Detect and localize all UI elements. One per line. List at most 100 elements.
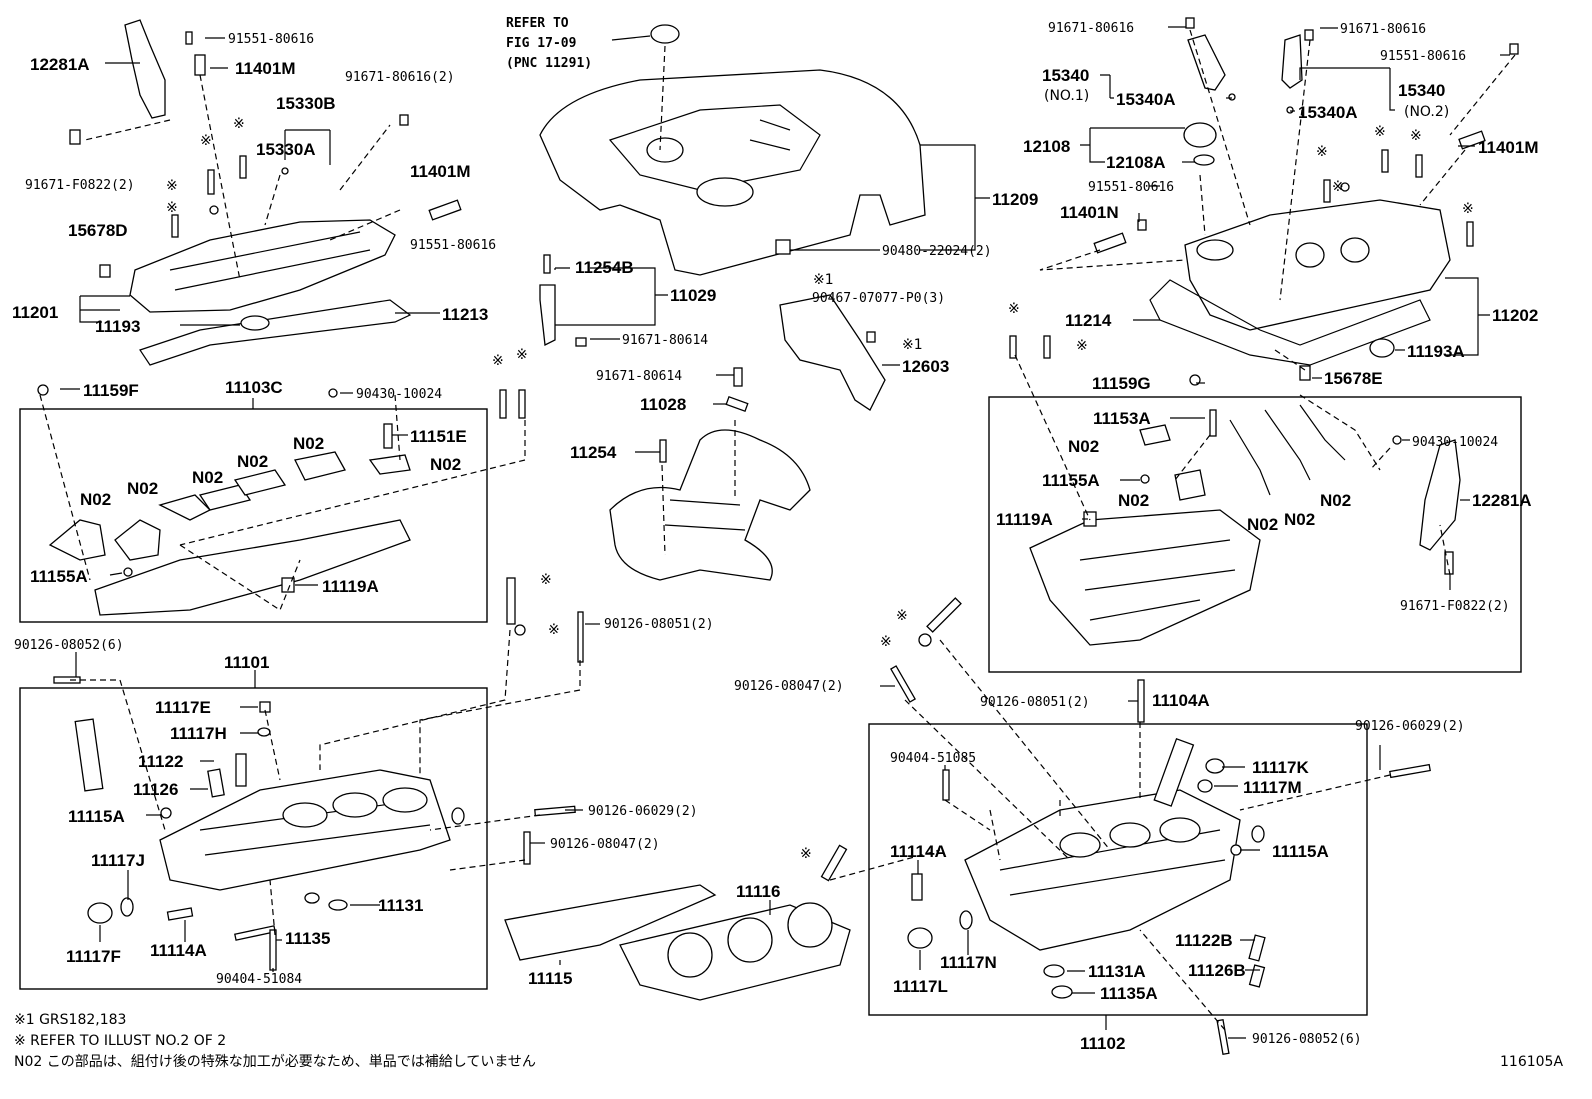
label-15330A: 15330A [256,140,316,159]
label-11193A: 11193A [1407,342,1465,361]
ref-mark-17: ※ [880,634,892,650]
label-11119A-b: 11119A [996,510,1053,529]
label-91551-80616-a: 91551-80616 [228,32,314,47]
label-12108A: 12108A [1106,153,1166,172]
label-11254: 11254 [570,443,617,462]
label-11201: 11201 [12,303,58,322]
label-11155A-a: 11155A [30,567,88,586]
label-90404-51084: 90404-51084 [216,972,302,987]
ref-mark-3: ※ [166,178,178,194]
label-11115: 11115 [528,969,572,988]
label-90126-08052-6b: 90126-08052(6) [1252,1032,1362,1047]
camshaft-housing-right [1029,404,1346,646]
label-90430-10024-a: 90430-10024 [356,387,442,402]
part-labels: 12281A 91551-80616 11401M 91671-80616(2)… [12,21,1539,1053]
label-N02-g: N02 [1068,437,1099,456]
ref-mark-8: ※ [548,622,560,638]
label-90126-06029-2b: 90126-06029(2) [1355,719,1465,734]
oil-filler-cap [1183,122,1217,148]
label-11159F: 11159F [83,381,139,400]
engine-hanger-right [1419,439,1461,551]
label-15678D: 15678D [68,221,128,240]
label-11117L: 11117L [893,977,948,996]
plug-tube-gasket-11193 [240,315,270,331]
fasteners [37,17,1519,1056]
label-15340A-a: 15340A [1116,90,1176,109]
engine-hanger-left [124,19,166,119]
cylinder-head-cover-right [1184,199,1451,331]
label-11117M: 11117M [1243,778,1302,797]
footnote-1: ※1 GRS182,183 [14,1012,126,1028]
ref-mark-4: ※ [166,200,178,216]
label-N02-a: N02 [80,490,111,509]
label-90126-08052-6a: 90126-08052(6) [14,638,124,653]
label-90126-08051-2b: 90126-08051(2) [980,695,1090,710]
label-11117J: 11117J [91,851,145,870]
refer-to-note: REFER TO FIG 17-09 (PNC 11291) [506,16,651,71]
label-15340-no1: 15340 [1042,66,1089,85]
label-11115A-a: 11115A [68,807,125,826]
ref-mark-5: ※ [492,353,504,369]
label-N02-c: N02 [192,468,223,487]
label-11401N: 11401N [1060,203,1119,222]
plug-tube-gasket-11193A [1369,338,1395,358]
label-11122: 11122 [138,752,183,771]
label-11104A: 11104A [1152,691,1210,710]
ref-mark-11: ※ [1316,144,1328,160]
label-11116: 11116 [736,882,780,901]
ref-mark-2: ※ [233,116,245,132]
label-11135A: 11135A [1100,984,1158,1003]
label-N02-k: N02 [1320,491,1351,510]
label-91671-80616-d: 91671-80616 [1340,22,1426,37]
label-15340-no2: 15340 [1398,81,1445,100]
refer-note-line1: REFER TO [506,16,569,31]
footnote-2: ※ REFER TO ILLUST NO.2 OF 2 [14,1033,226,1049]
ref-mark-14: ※ [1008,301,1020,317]
label-11151E: 11151E [410,427,467,446]
label-91551-80616-d: 91551-80616 [1088,180,1174,195]
label-11401M-a: 11401M [235,59,296,78]
label-11202: 11202 [1492,306,1538,325]
label-91671-80616-2: 91671-80616(2) [345,70,455,85]
label-11126B: 11126B [1188,961,1246,980]
ref-mark-9: ※ [1374,124,1386,140]
ref-mark-10: ※ [1410,128,1422,144]
ref-mark-6: ※ [516,347,528,363]
label-15340A-b: 15340A [1298,103,1358,122]
label-N02-e: N02 [293,434,324,453]
label-90480-22024-2: 90480-22024(2) [882,244,992,259]
refer-note-line2: FIG 17-09 [506,36,576,51]
label-90126-06029-2a: 90126-06029(2) [588,804,698,819]
ref-mark1-a: ※1 [813,272,834,288]
label-12108: 12108 [1023,137,1070,156]
ref-mark-7: ※ [540,572,552,588]
illustration-id: 116105A [1500,1054,1563,1070]
ref-mark1-b: ※1 [902,337,923,353]
ocv-no1 [1187,34,1226,91]
label-90126-08051-2a: 90126-08051(2) [604,617,714,632]
label-11153A: 11153A [1093,409,1151,428]
label-90404-51085: 90404-51085 [890,751,976,766]
label-91551-80616-b: 91551-80616 [410,238,496,253]
head-cover-gasket-right [1149,279,1431,366]
label-no2: (NO.2) [1404,104,1449,120]
bracket-12603 [779,294,886,411]
label-N02-b: N02 [127,479,158,498]
label-90467-07077: 90467-07077-P0(3) [812,291,945,306]
label-12281A-top: 12281A [30,55,90,74]
label-11131: 11131 [378,896,423,915]
label-15330B: 15330B [276,94,336,113]
label-11155A-b: 11155A [1042,471,1100,490]
label-N02-i: N02 [1247,515,1278,534]
camshaft-housing-box-right [988,396,1522,673]
label-90126-08047-2a: 90126-08047(2) [550,837,660,852]
label-91671-80614-b: 91671-80614 [596,369,682,384]
label-12603: 12603 [902,357,949,376]
ref-mark-16: ※ [896,608,908,624]
label-11193: 11193 [95,317,140,336]
label-11119A-a: 11119A [322,577,379,596]
footnotes: ※1 GRS182,183 ※ REFER TO ILLUST NO.2 OF … [14,1012,1563,1070]
label-91671-F0822-2b: 91671-F0822(2) [1400,599,1510,614]
label-11028: 11028 [640,395,686,414]
